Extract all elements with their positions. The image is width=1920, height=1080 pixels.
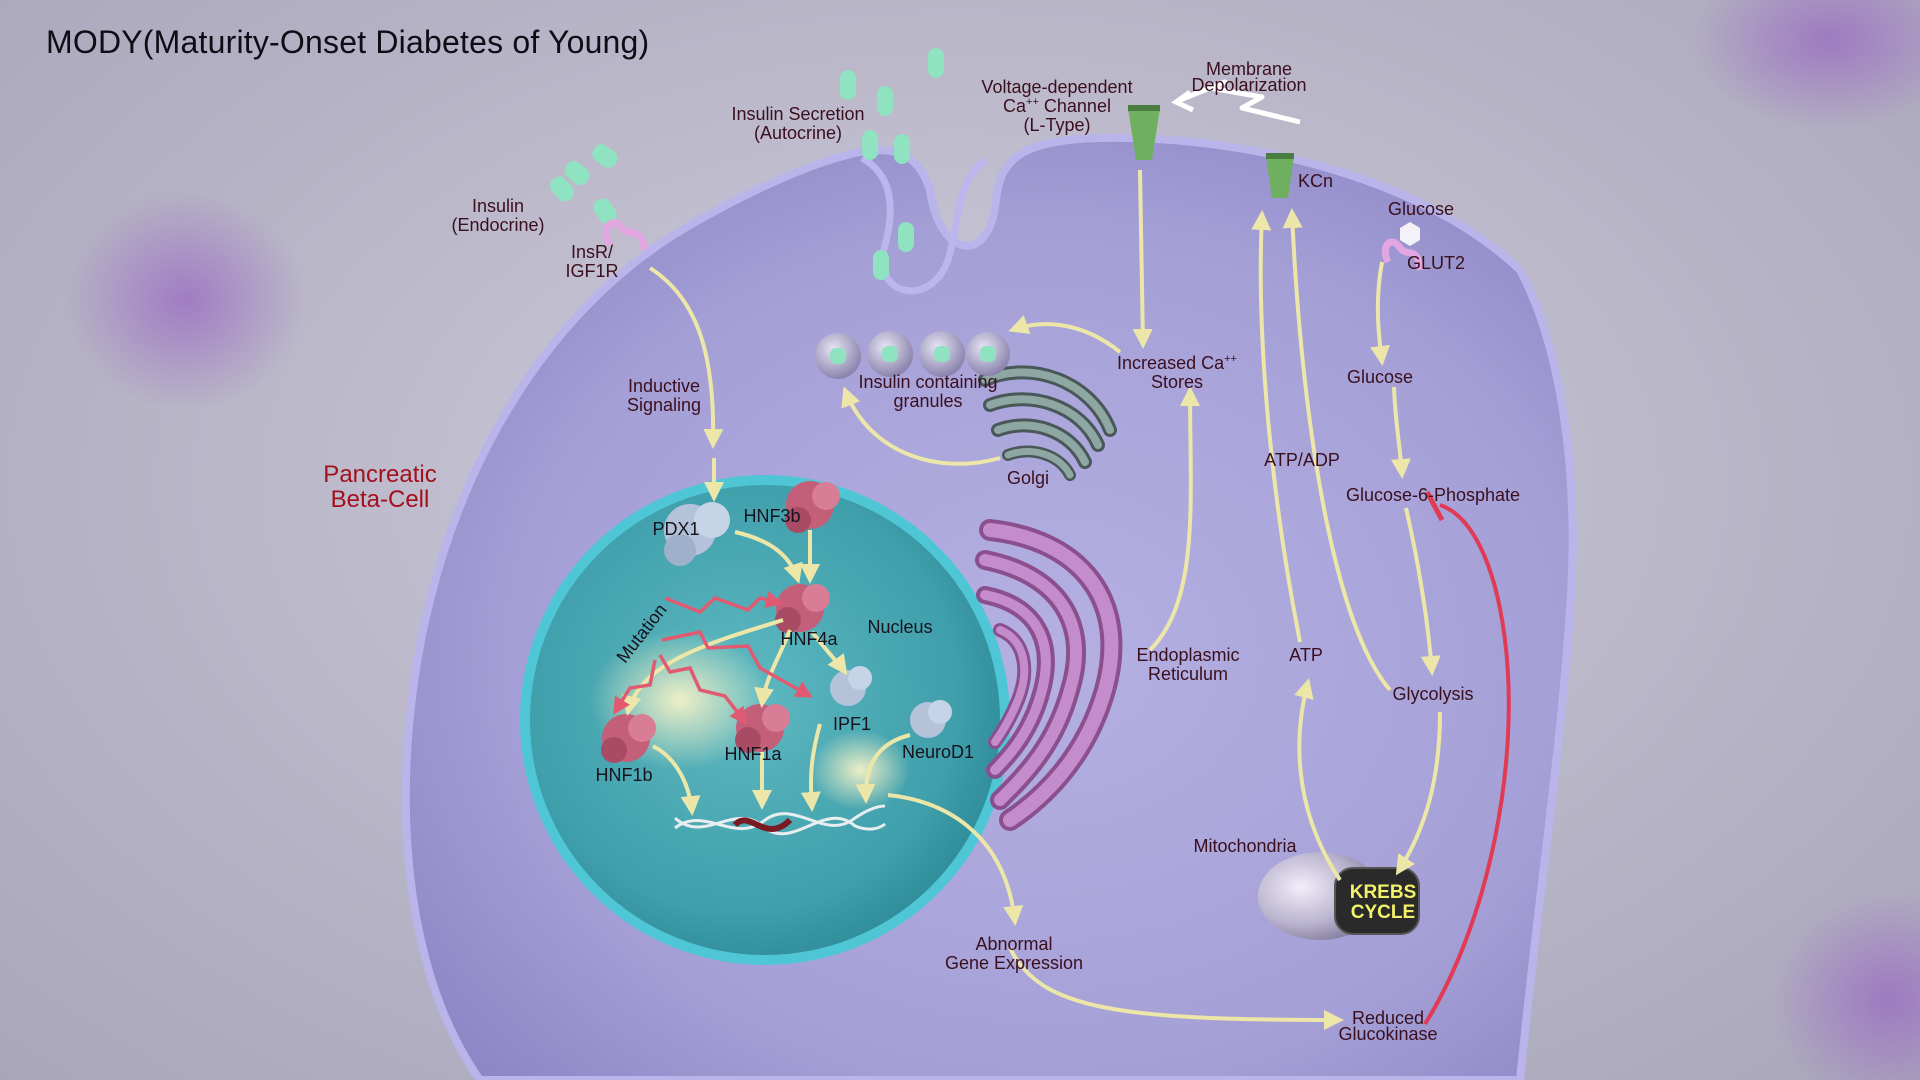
label-line: Insulin bbox=[471, 196, 525, 216]
label-glucose-inside: Glucose bbox=[1346, 367, 1414, 387]
label-mitochondria: Mitochondria bbox=[1193, 836, 1297, 856]
label-line: Reduced bbox=[1351, 1008, 1425, 1028]
label-line: Insulin containing bbox=[858, 372, 998, 392]
label-line: Inductive bbox=[627, 376, 701, 396]
label-inductive-signaling: Inductive Signaling bbox=[627, 377, 701, 415]
label-hnf3b: HNF3b bbox=[743, 506, 801, 526]
label-line: Reticulum bbox=[1147, 664, 1229, 684]
nucleus-glow bbox=[810, 730, 910, 810]
label-hnf4a: HNF4a bbox=[780, 629, 838, 649]
protein-hnf1a bbox=[735, 704, 790, 753]
endoplasmic-reticulum bbox=[975, 519, 1123, 831]
label-insulin-endocrine: Insulin (Endocrine) bbox=[451, 197, 544, 235]
glut2-receptor bbox=[1381, 238, 1424, 271]
golgi-apparatus bbox=[978, 365, 1117, 481]
background-blob bbox=[1770, 890, 1920, 1080]
label-text: Increased Ca bbox=[1117, 353, 1225, 373]
protein-neurod1 bbox=[910, 700, 952, 738]
cell-type-line: Pancreatic bbox=[323, 461, 437, 488]
label-line: InsR/ bbox=[570, 242, 614, 262]
page-title: MODY(Maturity-Onset Diabetes of Young) bbox=[46, 24, 650, 60]
label-atp: ATP bbox=[1289, 645, 1323, 665]
label-hnf1b: HNF1b bbox=[595, 765, 653, 785]
protein-pdx1 bbox=[664, 502, 730, 566]
insr-receptor bbox=[602, 219, 649, 251]
label-glut2: GLUT2 bbox=[1407, 253, 1466, 273]
label-line: (L-Type) bbox=[1023, 115, 1091, 135]
label-atp-adp: ATP/ADP bbox=[1264, 450, 1340, 470]
label-line: granules bbox=[893, 391, 963, 411]
label-line: KREBS bbox=[1349, 882, 1417, 903]
depolarization-arrowhead bbox=[1171, 89, 1195, 113]
label-kcn: KCn bbox=[1298, 171, 1334, 191]
cell-type-label: Pancreatic Beta-Cell bbox=[323, 462, 436, 512]
label-line: Abnormal bbox=[975, 934, 1053, 954]
depolarization-bolt bbox=[1179, 79, 1301, 125]
label-line: Signaling bbox=[626, 395, 702, 415]
secretion-pocket bbox=[860, 154, 988, 295]
protein-hnf4a bbox=[775, 584, 830, 633]
label-pdx1: PDX1 bbox=[652, 519, 700, 539]
label-text: Ca bbox=[1003, 96, 1027, 116]
insulin-granules bbox=[815, 331, 1010, 379]
label-line: Glucokinase bbox=[1338, 1024, 1438, 1044]
label-insr: InsR/ IGF1R bbox=[565, 243, 618, 281]
label-line: Ca++ Channel bbox=[981, 97, 1132, 116]
label-line: CYCLE bbox=[1350, 902, 1416, 923]
label-superscript: ++ bbox=[1224, 353, 1237, 365]
protein-hnf1b bbox=[601, 714, 656, 763]
pathway-arrows bbox=[621, 169, 1442, 1030]
label-line: Voltage-dependent bbox=[981, 77, 1133, 97]
kcn-channel bbox=[1266, 153, 1294, 198]
label-glycolysis: Glycolysis bbox=[1392, 684, 1474, 704]
label-superscript: ++ bbox=[1026, 96, 1039, 108]
mutation-arrows bbox=[613, 591, 814, 725]
background-blob bbox=[1690, 0, 1920, 130]
label-neurod1: NeuroD1 bbox=[901, 742, 975, 762]
label-line: Membrane bbox=[1205, 59, 1293, 79]
label-g6p: Glucose-6-Phosphate bbox=[1345, 485, 1521, 505]
label-golgi: Golgi bbox=[1006, 468, 1050, 488]
label-line: (Endocrine) bbox=[451, 215, 545, 235]
label-vdcc: Voltage-dependent Ca++ Channel (L-Type) bbox=[981, 78, 1132, 135]
label-ipf1: IPF1 bbox=[832, 714, 872, 734]
label-increased-ca: Increased Ca++ Stores bbox=[1117, 354, 1237, 392]
protein-ipf1 bbox=[830, 666, 872, 706]
label-reduced-glucokinase: Reduced Glucokinase bbox=[1338, 1008, 1438, 1044]
insulin-molecules bbox=[550, 48, 944, 280]
label-line: Depolarization bbox=[1191, 75, 1307, 95]
label-line: Insulin Secretion bbox=[731, 104, 865, 124]
cell-type-line: Beta-Cell bbox=[330, 486, 430, 513]
label-nucleus: Nucleus bbox=[867, 617, 933, 637]
label-line: IGF1R bbox=[565, 261, 619, 281]
label-er: Endoplasmic Reticulum bbox=[1136, 646, 1239, 684]
label-krebs-cycle: KREBS CYCLE bbox=[1350, 883, 1417, 923]
label-insulin-granules: Insulin containing granules bbox=[858, 373, 997, 411]
inhibition-bar bbox=[1424, 490, 1445, 522]
glucose-molecule bbox=[1400, 222, 1420, 246]
vdcc-channel bbox=[1128, 105, 1160, 160]
label-text: Channel bbox=[1038, 96, 1111, 116]
label-line: (Autocrine) bbox=[753, 123, 843, 143]
inhibition-path bbox=[1423, 503, 1511, 1026]
dna-strand bbox=[673, 804, 886, 836]
label-line: Endoplasmic bbox=[1136, 645, 1240, 665]
label-hnf1a: HNF1a bbox=[724, 744, 782, 764]
label-glucose-outside: Glucose bbox=[1387, 199, 1455, 219]
label-insulin-secretion: Insulin Secretion (Autocrine) bbox=[731, 105, 864, 143]
krebs-cycle-box bbox=[1334, 867, 1420, 935]
background-blob bbox=[65, 190, 305, 410]
protein-hnf3b bbox=[785, 481, 840, 533]
label-membrane-depolarization: Membrane Depolarization bbox=[1191, 59, 1307, 95]
label-abnormal-gene-expression: Abnormal Gene Expression bbox=[945, 935, 1083, 973]
label-line: Stores bbox=[1150, 372, 1204, 392]
label-line: Gene Expression bbox=[944, 953, 1084, 973]
label-line: Increased Ca++ bbox=[1117, 354, 1237, 373]
